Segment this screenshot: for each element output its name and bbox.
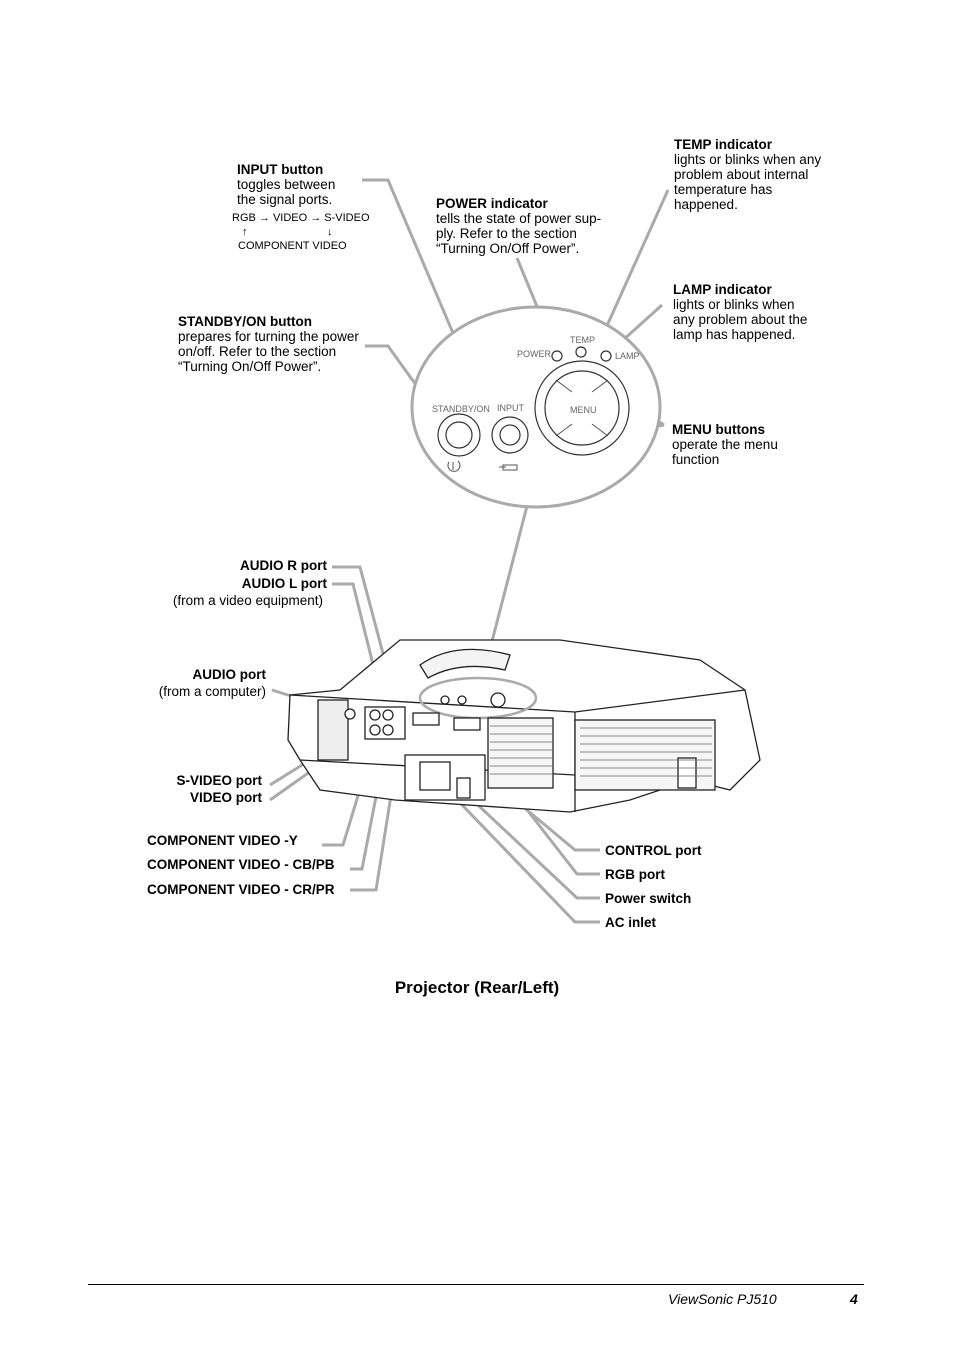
panel-power-text: POWER	[517, 349, 552, 359]
audio-port-label: AUDIO port	[192, 667, 267, 682]
lamp-indicator-desc: lights or blinks when any problem about …	[673, 297, 808, 342]
input-cycle-arrows: ↑ ↓	[242, 226, 333, 238]
panel-lamp-text: LAMP	[615, 351, 640, 361]
standby-button-label: STANDBY/ON button prepares for turning t…	[178, 314, 359, 374]
figure-caption: Projector (Rear/Left)	[394, 978, 560, 997]
svideo-label: S-VIDEO port	[176, 773, 262, 788]
power-switch-label: Power switch	[605, 891, 692, 906]
component-cr-label: COMPONENT VIDEO - CR/PR	[147, 882, 335, 897]
input-button-title: INPUT button	[237, 162, 324, 177]
standby-button-title: STANDBY/ON button	[178, 314, 312, 329]
input-cycle-line1: RGB → VIDEO → S-VIDEO	[232, 212, 370, 224]
input-button-desc: toggles between the signal ports.	[237, 177, 336, 207]
audio-r-label: AUDIO R port	[240, 558, 327, 573]
standby-button-desc: prepares for turning the power on/off. R…	[178, 329, 359, 374]
temp-indicator-title: TEMP indicator	[674, 137, 773, 152]
menu-buttons-desc: operate the menu function	[672, 437, 778, 467]
component-y-label: COMPONENT VIDEO -Y	[147, 833, 298, 848]
ac-inlet-label: AC inlet	[605, 915, 657, 930]
page-number: 4	[850, 1291, 858, 1307]
menu-buttons-label: MENU buttons operate the menu function	[672, 422, 778, 467]
lamp-indicator-title: LAMP indicator	[673, 282, 772, 297]
lamp-indicator-label: LAMP indicator lights or blinks when any…	[673, 282, 807, 342]
panel-menu-text: MENU	[570, 405, 597, 415]
control-port-label: CONTROL port	[605, 843, 702, 858]
temp-indicator-label: TEMP indicator lights or blinks when any…	[674, 137, 821, 212]
panel-standby-text: STANDBY/ON	[432, 404, 490, 414]
footer-rule	[88, 1284, 864, 1285]
video-label: VIDEO port	[189, 790, 262, 805]
component-cb-label: COMPONENT VIDEO - CB/PB	[147, 857, 335, 872]
power-indicator-label: POWER indicator tells the state of power…	[436, 196, 601, 256]
power-indicator-title: POWER indicator	[436, 196, 548, 211]
menu-buttons-title: MENU buttons	[672, 422, 765, 437]
footer-brand: ViewSonic PJ510	[668, 1291, 777, 1307]
panel-input-text: INPUT	[497, 403, 525, 413]
input-button-label: INPUT button toggles between the signal …	[237, 162, 335, 207]
input-cycle-line2: COMPONENT VIDEO	[238, 240, 347, 252]
rgb-port-label: RGB port	[605, 867, 665, 882]
audio-port-note: (from a computer)	[158, 684, 266, 699]
audio-l-label: AUDIO L port	[241, 576, 327, 591]
panel-temp-text: TEMP	[570, 335, 595, 345]
temp-indicator-desc: lights or blinks when any problem about …	[674, 152, 822, 212]
power-indicator-desc: tells the state of power sup- ply. Refer…	[436, 211, 602, 256]
audio-l-note: (from a video equipment)	[172, 593, 323, 608]
